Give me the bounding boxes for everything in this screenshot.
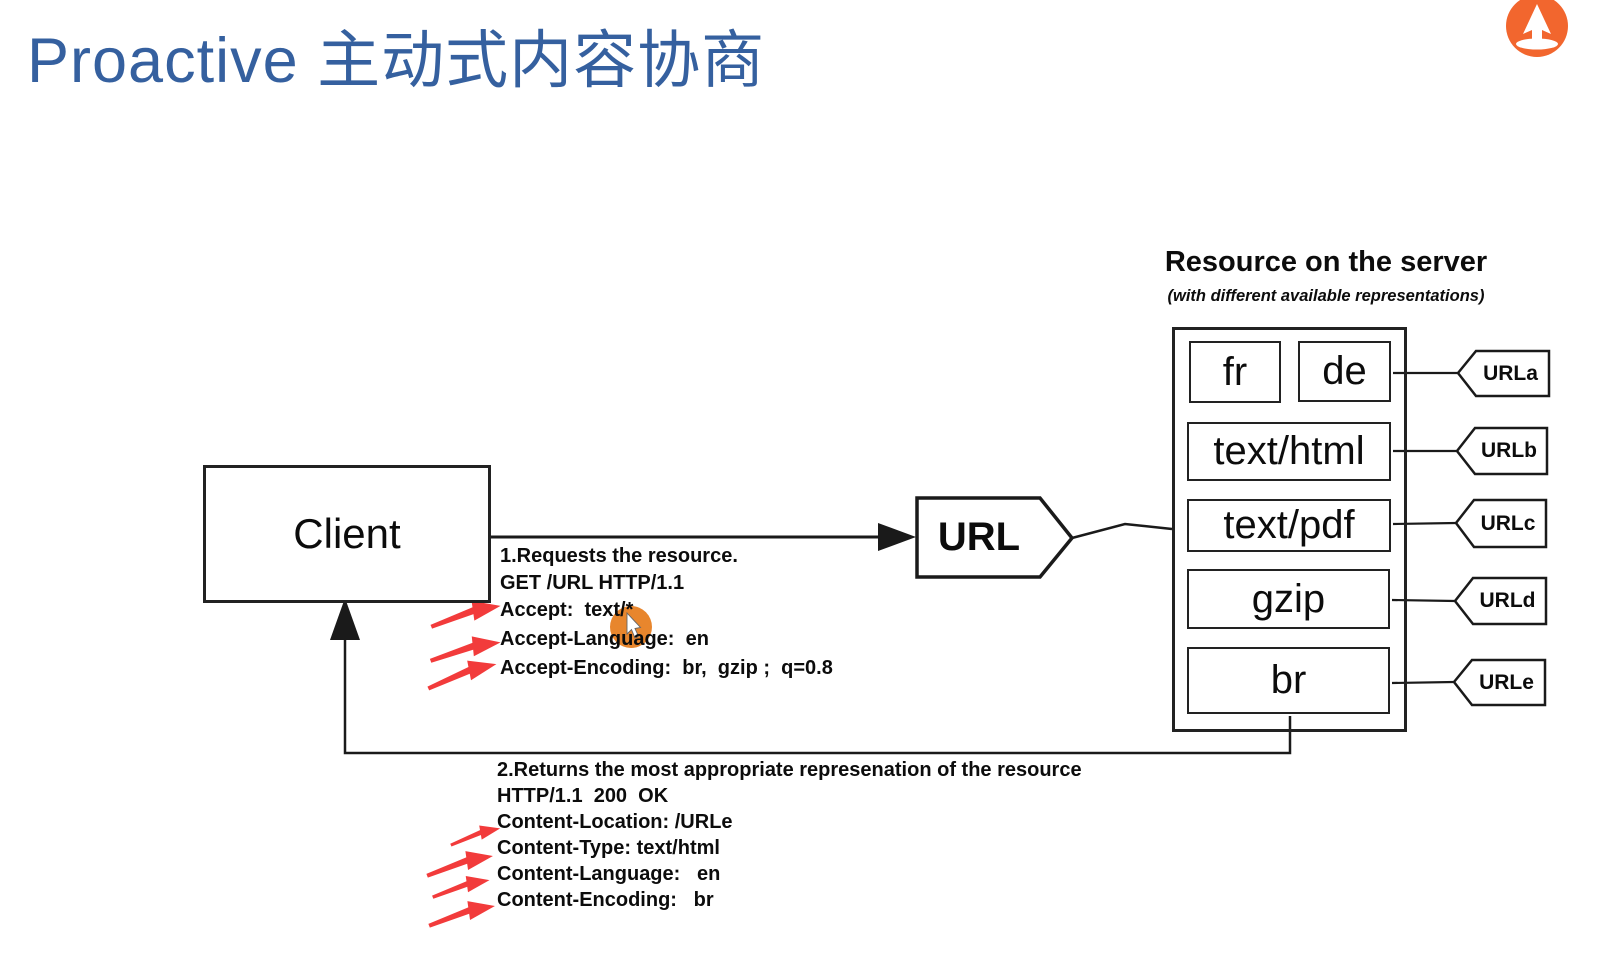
response-line: Content-Location: /URLe xyxy=(497,811,733,833)
red-annotation-arrows xyxy=(426,600,501,928)
representation-label: fr xyxy=(1222,349,1248,394)
red-arrow-accept-language xyxy=(429,636,501,663)
request-line: GET /URL HTTP/1.1 xyxy=(500,572,685,594)
request-line: Accept-Language: en xyxy=(500,628,709,650)
response-line: HTTP/1.1 200 OK xyxy=(497,785,669,807)
url-tag-label-a: URLa xyxy=(1483,361,1538,385)
url-tag-label-c: URLc xyxy=(1480,511,1536,535)
url-tag-b xyxy=(1455,426,1549,476)
response-line: 2.Returns the most appropriate represena… xyxy=(497,759,1082,781)
url-tag-label-b: URLb xyxy=(1481,439,1537,462)
mouse-pointer-icon xyxy=(626,611,642,639)
representation-label: br xyxy=(1270,658,1307,702)
representation-box-de: de xyxy=(1298,341,1391,402)
response-line: Content-Encoding: br xyxy=(497,889,714,911)
representation-box-gzip: gzip xyxy=(1187,569,1390,629)
url-tag-d xyxy=(1453,576,1548,626)
url-tag-e xyxy=(1452,658,1547,707)
request-line: Accept-Encoding: br, gzip ; q=0.8 xyxy=(500,657,833,679)
url-node xyxy=(915,496,1075,579)
red-arrow-content-type xyxy=(426,851,493,878)
response-arrow xyxy=(330,598,1292,755)
request-line: 1.Requests the resource. xyxy=(500,545,738,567)
representation-label: text/html xyxy=(1213,429,1365,473)
request-line: Accept: text/* xyxy=(500,599,634,621)
representation-label: de xyxy=(1322,349,1367,393)
response-line: Content-Type: text/html xyxy=(497,837,720,859)
url-tag-c xyxy=(1454,498,1548,549)
red-arrow-content-encoding xyxy=(428,901,495,928)
url-node-label: URL xyxy=(937,515,1021,559)
representation-box-text-html: text/html xyxy=(1187,422,1391,481)
red-arrow-accept-encoding xyxy=(427,660,497,691)
url-to-server-line xyxy=(1071,522,1173,540)
page-title: Proactive 主动式内容协商 xyxy=(27,26,766,96)
client-box: Client xyxy=(203,465,491,603)
request-arrow xyxy=(486,523,916,551)
representation-box-fr: fr xyxy=(1189,341,1281,403)
representation-box-br: br xyxy=(1187,647,1390,714)
brand-logo-icon xyxy=(1506,0,1568,57)
server-resource-container xyxy=(1172,327,1407,732)
red-arrow-content-language xyxy=(432,875,490,899)
url-tag-label-e: URLe xyxy=(1479,670,1534,694)
url-tag-label-d: URLd xyxy=(1479,589,1536,612)
representation-box-text-pdf: text/pdf xyxy=(1187,499,1391,552)
representation-label: text/pdf xyxy=(1223,503,1355,547)
representation-label: gzip xyxy=(1251,576,1326,621)
response-line: Content-Language: en xyxy=(497,863,721,885)
server-heading: Resource on the server xyxy=(1164,246,1488,278)
url-tags xyxy=(1452,349,1551,707)
cursor-highlight xyxy=(610,606,652,648)
server-subheading: (with different available representation… xyxy=(1167,287,1485,305)
client-label: Client xyxy=(293,510,401,557)
representation-tag-connectors xyxy=(1391,371,1458,685)
url-tag-a xyxy=(1456,349,1551,398)
red-arrow-accept xyxy=(430,600,501,629)
red-arrow-content-location xyxy=(450,825,501,847)
